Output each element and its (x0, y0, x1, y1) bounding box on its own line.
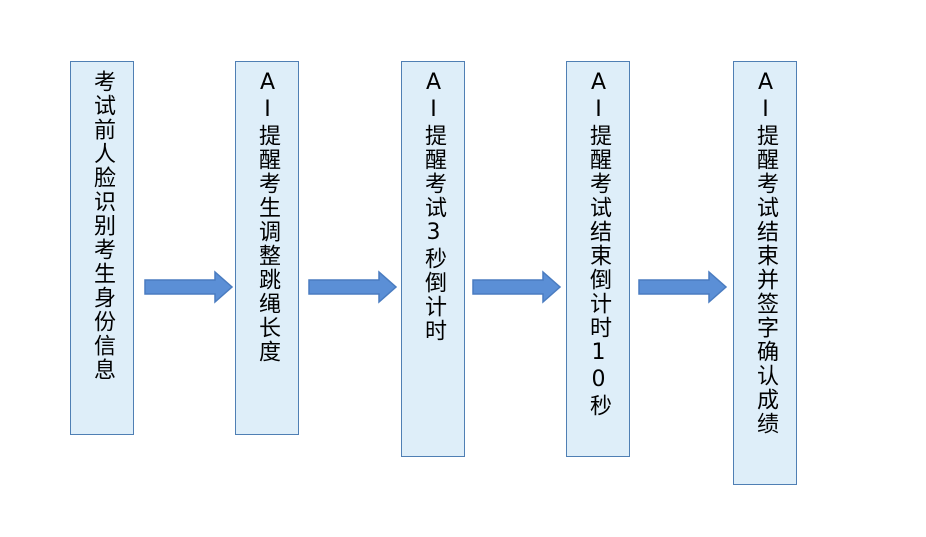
step-sign-confirm-score: AI提醒考试结束并签字确认成绩 (733, 61, 797, 485)
arrow-right-icon (144, 270, 234, 304)
step-label: AI提醒考试3秒倒计时 (421, 70, 446, 343)
step-label: 考试前人脸识别考生身份信息 (90, 70, 115, 382)
arrow-right-icon (308, 270, 398, 304)
arrow-right-icon (638, 270, 728, 304)
step-countdown-start: AI提醒考试3秒倒计时 (401, 61, 465, 457)
step-countdown-end: AI提醒考试结束倒计时10秒 (566, 61, 630, 457)
step-label: AI提醒考试结束并签字确认成绩 (753, 70, 778, 436)
step-adjust-rope-length: AI提醒考生调整跳绳长度 (235, 61, 299, 435)
arrow-right-icon (472, 270, 562, 304)
step-label: AI提醒考生调整跳绳长度 (255, 70, 280, 364)
step-label: AI提醒考试结束倒计时10秒 (586, 70, 611, 418)
step-face-recognition: 考试前人脸识别考生身份信息 (70, 61, 134, 435)
